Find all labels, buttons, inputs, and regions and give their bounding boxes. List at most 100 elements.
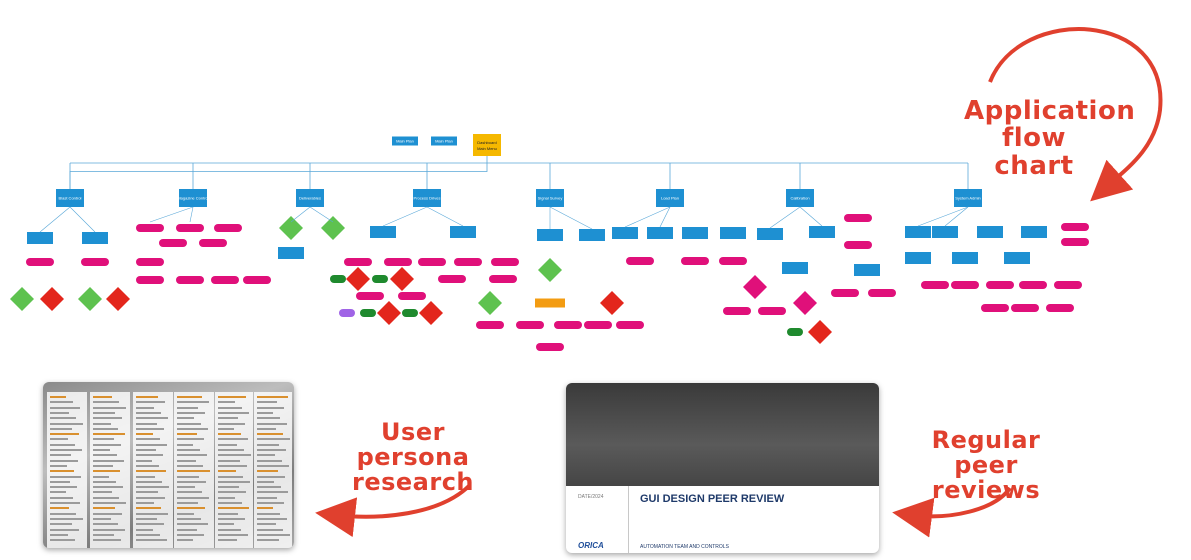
flow-subnode-3-14	[489, 275, 517, 283]
persona-text-line	[218, 407, 242, 409]
flow-subnode-4-5	[600, 291, 624, 315]
persona-text-line	[93, 513, 122, 515]
persona-text-line	[50, 507, 69, 509]
persona-text-line	[136, 518, 157, 520]
persona-text-line	[136, 428, 164, 430]
flow-subnode-4-4	[535, 299, 565, 308]
persona-text-line	[218, 502, 242, 504]
persona-text-line	[177, 460, 196, 462]
persona-text-line	[136, 470, 166, 472]
persona-text-line	[177, 523, 208, 525]
flow-subnode-5-3	[720, 227, 746, 239]
flow-subnode-7-4	[1061, 223, 1089, 231]
persona-text-line	[93, 401, 119, 403]
persona-text-line	[218, 491, 246, 493]
flow-subnode-3-7	[330, 275, 346, 283]
persona-text-line	[50, 428, 72, 430]
section-label-load-plan: Load Plan	[661, 196, 679, 201]
persona-text-line	[50, 454, 71, 456]
main-plan-label-1: Main Plan	[396, 139, 414, 144]
persona-text-line	[93, 454, 117, 456]
persona-text-line	[50, 481, 70, 483]
persona-text-line	[50, 534, 68, 536]
persona-text-line	[257, 497, 277, 499]
flow-subnode-6-11	[854, 264, 880, 276]
flow-subnode-6-2	[782, 262, 808, 274]
persona-text-line	[93, 486, 123, 488]
flow-subnode-4-6	[476, 321, 504, 329]
flow-subnode-1-0	[136, 224, 164, 232]
persona-text-line	[257, 513, 280, 515]
persona-text-line	[218, 529, 241, 531]
persona-text-line	[93, 449, 110, 451]
flow-subnode-5-5	[681, 257, 709, 265]
persona-text-line	[218, 438, 248, 440]
persona-text-line	[50, 449, 82, 451]
persona-text-line	[218, 523, 234, 525]
persona-text-line	[177, 534, 204, 536]
persona-text-line	[218, 497, 235, 499]
persona-text-line	[177, 407, 198, 409]
persona-text-line	[93, 444, 121, 446]
persona-text-line	[50, 518, 83, 520]
orica-logo: ORICA	[578, 541, 604, 550]
flow-subnode-1-3	[159, 239, 187, 247]
flow-subnode-5-2	[682, 227, 708, 239]
flow-subnode-6-6	[758, 307, 786, 315]
persona-text-line	[218, 476, 243, 478]
section-label-process-drives: Process Drives	[414, 196, 441, 201]
persona-text-line	[257, 460, 282, 462]
persona-text-line	[177, 470, 210, 472]
persona-text-line	[136, 491, 158, 493]
persona-text-line	[177, 428, 208, 430]
persona-text-line	[257, 470, 278, 472]
flow-subnode-7-5	[1061, 238, 1089, 246]
persona-text-line	[136, 433, 153, 435]
peer-review-footer: AUTOMATION TEAM AND CONTROLS	[640, 544, 729, 550]
flow-subnode-3-17	[377, 301, 401, 325]
persona-text-line	[218, 449, 244, 451]
persona-text-line	[136, 417, 168, 419]
flow-subnode-7-16	[1046, 304, 1074, 312]
flow-subnode-3-1	[450, 226, 476, 238]
connector-6-0	[770, 207, 800, 228]
persona-text-line	[136, 507, 161, 509]
flow-subnode-7-10	[951, 281, 979, 289]
persona-text-line	[93, 534, 114, 536]
persona-text-line	[257, 465, 289, 467]
flow-subnode-7-0	[905, 226, 931, 238]
flow-subnode-3-6	[491, 258, 519, 266]
flow-subnode-3-9	[372, 275, 388, 283]
persona-text-line	[136, 539, 167, 541]
persona-text-line	[257, 438, 290, 440]
persona-text-line	[177, 539, 193, 541]
flow-subnode-0-6	[78, 287, 102, 311]
flow-subnode-5-0	[612, 227, 638, 239]
persona-text-line	[93, 497, 119, 499]
flow-subnode-6-12	[831, 289, 859, 297]
connector-5-0	[625, 207, 670, 227]
persona-text-line	[93, 481, 116, 483]
connector-7-1	[945, 207, 968, 226]
persona-text-line	[218, 417, 238, 419]
flow-subnode-7-7	[952, 252, 978, 264]
flow-subnode-4-9	[584, 321, 612, 329]
drill-rig-photo	[566, 383, 879, 486]
persona-column-3	[174, 392, 214, 548]
persona-text-line	[257, 529, 283, 531]
connector-1-0	[150, 207, 193, 222]
persona-text-line	[257, 401, 277, 403]
persona-text-line	[136, 481, 162, 483]
connector-0-1	[70, 207, 95, 232]
persona-text-line	[177, 401, 209, 403]
persona-text-line	[177, 444, 193, 446]
persona-text-line	[136, 513, 168, 515]
flow-subnode-6-13	[868, 289, 896, 297]
persona-text-line	[50, 486, 77, 488]
persona-text-line	[177, 412, 205, 414]
persona-text-line	[218, 534, 248, 536]
persona-text-line	[218, 428, 234, 430]
peer-review-thumbnail: DATE/2024 GUI DESIGN PEER REVIEW ORICA A…	[566, 383, 879, 553]
flow-subnode-1-1	[176, 224, 204, 232]
flow-subnode-3-4	[418, 258, 446, 266]
